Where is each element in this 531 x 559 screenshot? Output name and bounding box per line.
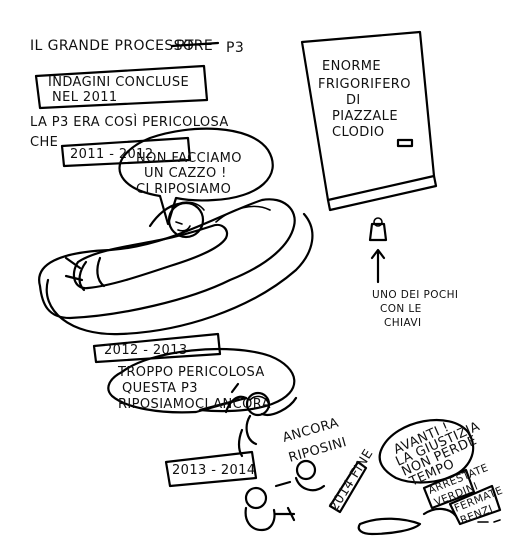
figure-b-head xyxy=(244,486,268,510)
figure-a-body xyxy=(245,396,298,446)
bubble-2012-line1: TROPPO PERICOLOSA xyxy=(117,365,265,380)
period-2012-2013: 2012 - 2013 TROPPO PERICOLOSA QUESTA P3 … xyxy=(92,332,298,458)
speech-bubble-2011-2012 xyxy=(118,127,274,226)
figure-b-body xyxy=(244,506,276,532)
bubble-2011-line3: CI RIPOSIAMO xyxy=(136,182,231,197)
fridge-label-3: DI xyxy=(346,93,361,108)
reclining-man-hair xyxy=(171,201,205,211)
label-2014-fine: 2014 FINE xyxy=(327,447,377,514)
figure-a-arm xyxy=(224,382,248,414)
reclining-man-face xyxy=(175,221,191,232)
reclining-man-arm xyxy=(148,202,180,228)
sign-1-frame xyxy=(422,468,476,510)
bubble-2011-line1: NON FACCIAMO xyxy=(136,151,242,166)
fridge-label-1: ENORME xyxy=(322,59,381,74)
key-holder-figure xyxy=(368,222,388,242)
end-2014: 2014 FINE AVANTI ! LA GIUSTIZIA NON PERD… xyxy=(327,418,505,536)
label-2011-2012: 2011 - 2012 xyxy=(70,147,154,162)
key-holder-arrow xyxy=(370,248,386,284)
fridge-label-5: CLODIO xyxy=(332,125,385,140)
reclining-man-legs xyxy=(78,256,106,292)
bubble-2012-line2: QUESTA P3 xyxy=(122,381,198,396)
figure-a-leg xyxy=(237,428,244,458)
intro-line2: CHE xyxy=(30,135,58,150)
label-2012-2013: 2012 - 2013 xyxy=(104,343,188,358)
reclining-man-body xyxy=(72,223,229,290)
reclining-man-feet xyxy=(64,256,84,282)
label-2013-2014: 2013 - 2014 xyxy=(172,463,256,478)
sign-2-frame xyxy=(448,484,502,526)
label-box-2012-2013 xyxy=(92,332,222,364)
key-holder-caption-1: UNO DEI POCHI xyxy=(372,289,458,301)
figure-d-arm xyxy=(422,507,458,518)
intro-text: LA P3 ERA COSÌ PERICOLOSA CHE xyxy=(30,114,229,150)
investigations-line1: INDAGINI CONCLUSE xyxy=(48,75,189,90)
label-box-2013-2014 xyxy=(164,450,258,488)
strike-through-line xyxy=(170,41,220,48)
period-2011-2012: 2011 - 2012 NON FACCIAMO UN CAZZO ! CI R… xyxy=(38,127,314,336)
small-marks xyxy=(477,519,501,523)
figure-a-head xyxy=(245,391,271,417)
figure-c-head xyxy=(295,459,317,481)
fridge-label-4: PIAZZALE xyxy=(332,109,398,124)
title-prefix: IL GRANDE PROCESSO xyxy=(30,38,194,54)
bubble-2011-line2: UN CAZZO ! xyxy=(144,166,227,181)
couch-base xyxy=(45,212,314,336)
label-box-2014-fine xyxy=(328,460,368,514)
investigations-frame xyxy=(34,64,209,110)
figure-c-body xyxy=(274,476,326,492)
fridge-label-2: FRIGORIFERO xyxy=(318,77,411,92)
investigations-line2: NEL 2011 xyxy=(52,90,118,105)
key-holder: UNO DEI POCHI CON LE CHIAVI xyxy=(368,217,458,329)
key-holder-caption-3: CHIAVI xyxy=(384,317,422,329)
figure-d-lying xyxy=(357,517,422,536)
figure-b-arm xyxy=(274,506,296,522)
key-holder-head xyxy=(373,217,383,227)
fridge-bottom xyxy=(326,174,438,212)
key-holder-caption-2: CON LE xyxy=(380,303,422,315)
figure-a-hair xyxy=(249,395,269,403)
couch-armrest xyxy=(215,205,271,223)
title-struck-word: PTRE xyxy=(176,38,213,54)
fridge: ENORME FRIGORIFERO DI PIAZZALE CLODIO xyxy=(300,30,438,212)
title-suffix: P3 xyxy=(226,40,244,56)
investigations-box: INDAGINI CONCLUSE NEL 2011 xyxy=(34,64,209,110)
fridge-handle xyxy=(396,138,414,148)
title-block: IL GRANDE PROCESSO PTRE P3 xyxy=(30,38,244,56)
period-2013-2014: 2013 - 2014 ANCORA RIPOSINI xyxy=(164,416,349,532)
intro-line1: LA P3 ERA COSÌ PERICOLOSA xyxy=(30,114,229,130)
